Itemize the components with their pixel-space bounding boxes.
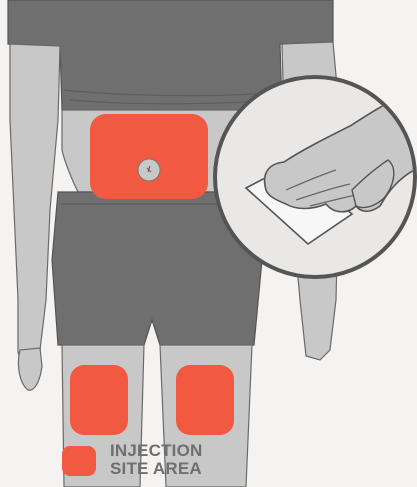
legend-label: INJECTION SITE AREA [110,441,203,478]
injection-site-right-thigh [176,365,234,435]
zoom-inset-content [244,90,413,246]
navel-dot-icon [146,165,152,173]
left-arm [9,43,61,383]
left-hand [17,347,43,391]
injection-site-abdomen [90,114,208,199]
injection-site-left-thigh [70,365,128,435]
legend-swatch [62,446,96,476]
hand-thumb [351,159,395,209]
legend: INJECTION SITE AREA [62,441,203,478]
